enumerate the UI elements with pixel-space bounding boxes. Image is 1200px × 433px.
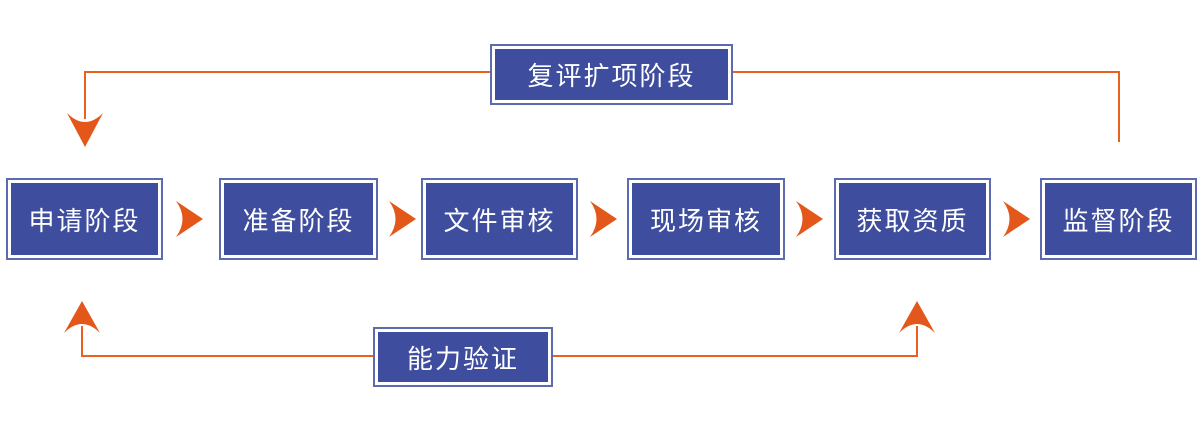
next-step-arrow-icon xyxy=(389,201,416,237)
obtain-qualification-label: 获取资质 xyxy=(839,183,986,255)
arrow-up-icon xyxy=(64,301,100,333)
next-step-arrow-icon xyxy=(176,201,203,237)
top-feedback-line-left-drop xyxy=(84,71,86,119)
supervision-stage-box: 监督阶段 xyxy=(1040,178,1197,260)
proficiency-testing-box: 能力验证 xyxy=(373,327,553,387)
bottom-feedback-line-left-rise xyxy=(81,326,83,357)
proficiency-testing-label: 能力验证 xyxy=(378,332,548,382)
next-step-arrow-icon xyxy=(590,201,617,237)
next-step-arrow-icon xyxy=(1003,201,1030,237)
bottom-feedback-line-right-rise xyxy=(916,326,918,357)
onsite-review-box: 现场审核 xyxy=(627,178,785,260)
reassessment-expansion-stage-label: 复评扩项阶段 xyxy=(495,49,728,100)
reassessment-expansion-stage-box: 复评扩项阶段 xyxy=(490,44,733,105)
supervision-stage-label: 监督阶段 xyxy=(1045,183,1192,255)
obtain-qualification-box: 获取资质 xyxy=(834,178,991,260)
preparation-stage-label: 准备阶段 xyxy=(224,183,373,255)
onsite-review-label: 现场审核 xyxy=(632,183,780,255)
preparation-stage-box: 准备阶段 xyxy=(219,178,378,260)
arrow-up-icon xyxy=(899,301,935,333)
next-step-arrow-icon xyxy=(796,201,823,237)
document-review-box: 文件审核 xyxy=(421,178,578,260)
top-feedback-line-right-drop xyxy=(1118,71,1120,142)
application-stage-label: 申请阶段 xyxy=(11,183,158,255)
application-stage-box: 申请阶段 xyxy=(6,178,163,260)
arrow-down-icon xyxy=(67,113,103,147)
document-review-label: 文件审核 xyxy=(426,183,573,255)
